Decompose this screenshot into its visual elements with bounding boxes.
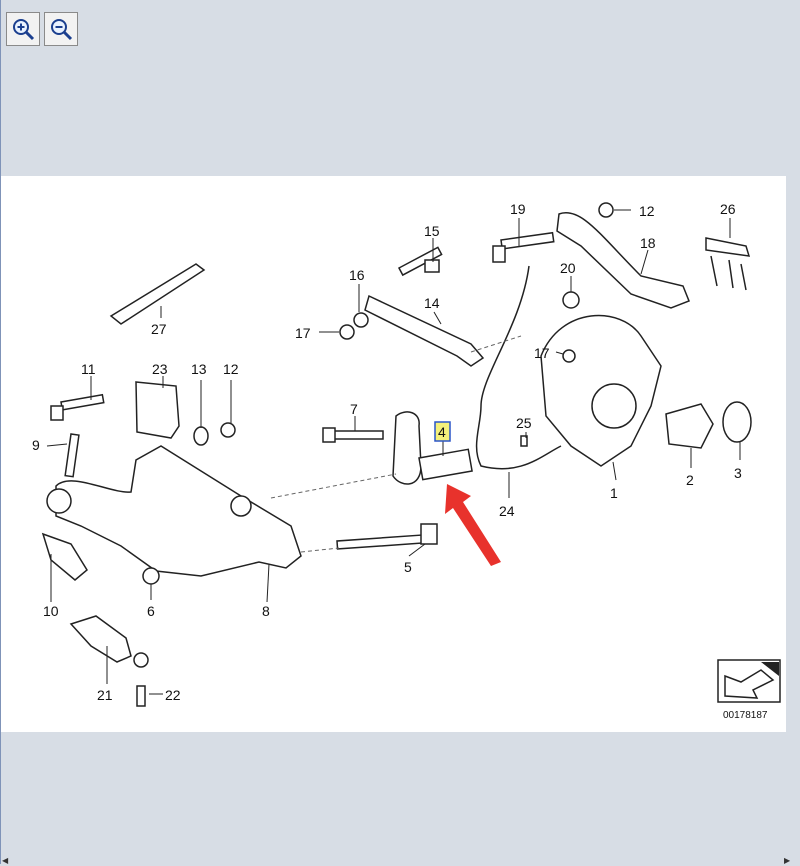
callout-19[interactable]: 19 (510, 201, 526, 217)
orientation-icon: 00178187 (717, 659, 781, 721)
red-pointer-arrow (445, 484, 501, 566)
diagram-code: 00178187 (723, 710, 768, 721)
callout-21[interactable]: 21 (97, 687, 113, 703)
callout-25[interactable]: 25 (516, 415, 532, 431)
callout-18[interactable]: 18 (640, 235, 656, 251)
upper-arm-18 (556, 211, 690, 309)
assembly-lines (270, 335, 522, 553)
vertical-scrollbar[interactable] (786, 0, 798, 866)
callout-24[interactable]: 24 (499, 503, 515, 519)
diagram-svg: 1 2 3 4 5 6 7 8 9 10 11 12 12 13 14 15 1… (32, 201, 781, 721)
callout-2[interactable]: 2 (686, 472, 694, 488)
leader-lines (46, 209, 741, 695)
callout-labels: 1 2 3 4 5 6 7 8 9 10 11 12 12 13 14 15 1… (32, 201, 742, 703)
bracket-23 (135, 381, 180, 439)
callout-26[interactable]: 26 (720, 201, 736, 217)
callout-4-highlight (434, 421, 451, 442)
callout-15[interactable]: 15 (424, 223, 440, 239)
callout-17-right[interactable]: 17 (534, 345, 550, 361)
callout-5[interactable]: 5 (404, 559, 412, 575)
callout-16[interactable]: 16 (349, 267, 365, 283)
link-14 (364, 294, 485, 367)
callout-10[interactable]: 10 (43, 603, 59, 619)
guide-21 (69, 615, 132, 663)
bottom-panel (1, 732, 797, 864)
zoom-out-button[interactable] (44, 12, 78, 46)
callout-1[interactable]: 1 (610, 485, 618, 501)
callout-8[interactable]: 8 (262, 603, 270, 619)
callout-12-top[interactable]: 12 (639, 203, 655, 219)
parts-diagram: 1 2 3 4 5 6 7 8 9 10 11 12 12 13 14 15 1… (1, 176, 797, 732)
scroll-left-arrow-icon[interactable]: ◀ (2, 856, 9, 865)
sensor-cable-24 (475, 265, 562, 470)
callout-14[interactable]: 14 (424, 295, 440, 311)
callout-11[interactable]: 11 (81, 361, 96, 377)
top-panel (1, 0, 797, 176)
subframe-8 (55, 445, 302, 577)
callout-23[interactable]: 23 (152, 361, 168, 377)
callout-17-left[interactable]: 17 (295, 325, 311, 341)
callout-13[interactable]: 13 (191, 361, 207, 377)
zoom-out-icon (51, 19, 73, 41)
callout-12-left[interactable]: 12 (223, 361, 239, 377)
callout-9[interactable]: 9 (32, 437, 40, 453)
callout-20[interactable]: 20 (560, 260, 576, 276)
zoom-in-button[interactable] (6, 12, 40, 46)
bracket-4 (392, 411, 422, 485)
joint-2 (665, 403, 714, 449)
callout-27[interactable]: 27 (151, 321, 167, 337)
scroll-right-arrow-icon[interactable]: ▶ (784, 856, 791, 865)
callout-3[interactable]: 3 (734, 465, 742, 481)
zoom-toolbar (6, 12, 78, 50)
part-drawings (41, 202, 752, 707)
callout-7[interactable]: 7 (350, 401, 358, 417)
callout-22[interactable]: 22 (165, 687, 181, 703)
mount-10 (41, 532, 88, 581)
ring-3 (722, 401, 752, 443)
callout-4[interactable]: 4 (438, 424, 446, 440)
callout-6[interactable]: 6 (147, 603, 155, 619)
zoom-in-icon (13, 19, 35, 41)
cable-tie-27 (109, 263, 206, 325)
